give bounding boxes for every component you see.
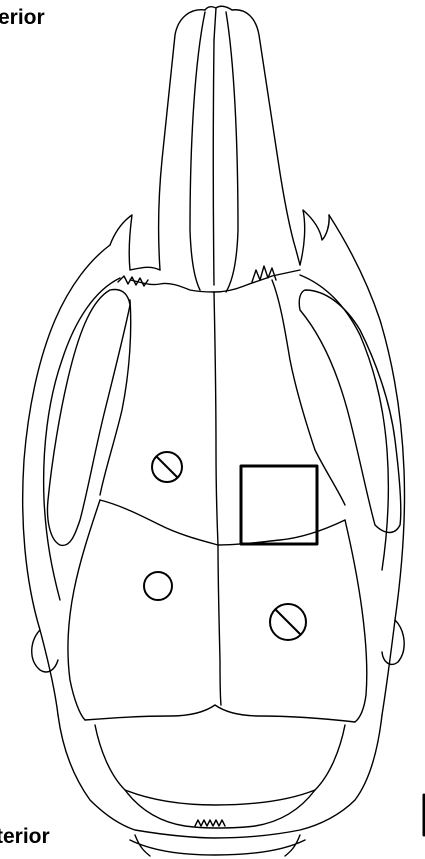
- bump-right: [382, 620, 404, 664]
- screw-marker-right: [270, 604, 306, 640]
- frontal-left-side: [100, 300, 131, 495]
- interparietal-bone: [95, 725, 345, 805]
- coronal-suture: [100, 500, 345, 545]
- skull-outline-right: [329, 215, 405, 715]
- orbit-right: [299, 290, 401, 533]
- parietal-right-border: [345, 520, 367, 722]
- parietal-left-border: [68, 500, 100, 720]
- frontal-right-side: [272, 280, 345, 505]
- nasal-midline: [213, 40, 214, 285]
- snout-outline: [159, 10, 300, 270]
- zygoma-left-inner: [44, 278, 120, 600]
- craniotomy-window: [241, 466, 317, 544]
- occipital-outline: [58, 715, 382, 838]
- premaxilla-right: [300, 210, 329, 265]
- premaxilla-left: [110, 215, 160, 270]
- hole-marker: [144, 572, 172, 600]
- screw-marker-left: [152, 452, 182, 482]
- lambdoid-suture: [85, 705, 355, 722]
- orbit-left: [48, 290, 131, 546]
- nasal-right-inner: [226, 12, 238, 292]
- nasal-left-inner: [190, 12, 205, 290]
- occipital-crest: [125, 790, 315, 828]
- sagittal-suture: [214, 292, 221, 705]
- skull-outline-left: [23, 245, 110, 715]
- occipital-serration: [195, 820, 225, 826]
